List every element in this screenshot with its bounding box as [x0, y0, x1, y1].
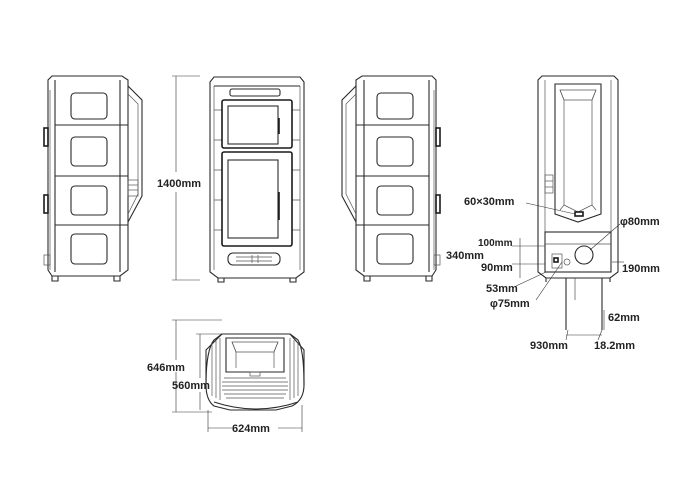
rear-view: 60×30mm φ80mm 100mm 340mm 90mm 190mm 53m… [446, 75, 660, 352]
label-90mm: 90mm [481, 262, 513, 274]
label-340mm: 340mm [446, 250, 484, 262]
label-646mm: 646mm [147, 362, 185, 374]
height-dimension: 1400mm [157, 75, 201, 281]
label-190mm: 190mm [622, 263, 660, 275]
label-100mm: 100mm [478, 238, 513, 249]
height-label-1400: 1400mm [157, 178, 201, 190]
label-flue-60x30: 60×30mm [464, 196, 515, 208]
side-view-right [341, 75, 441, 282]
label-18-2mm: 18.2mm [594, 340, 635, 352]
top-view: 646mm 560mm 624mm [147, 319, 305, 435]
label-62mm: 62mm [608, 312, 640, 324]
label-phi80: φ80mm [620, 216, 660, 228]
front-view [209, 76, 305, 283]
label-phi75: φ75mm [490, 298, 530, 310]
label-560mm: 560mm [172, 380, 210, 392]
label-53mm: 53mm [486, 283, 518, 295]
label-930mm: 930mm [530, 340, 568, 352]
label-624mm: 624mm [232, 423, 270, 435]
side-view-left [43, 75, 143, 282]
